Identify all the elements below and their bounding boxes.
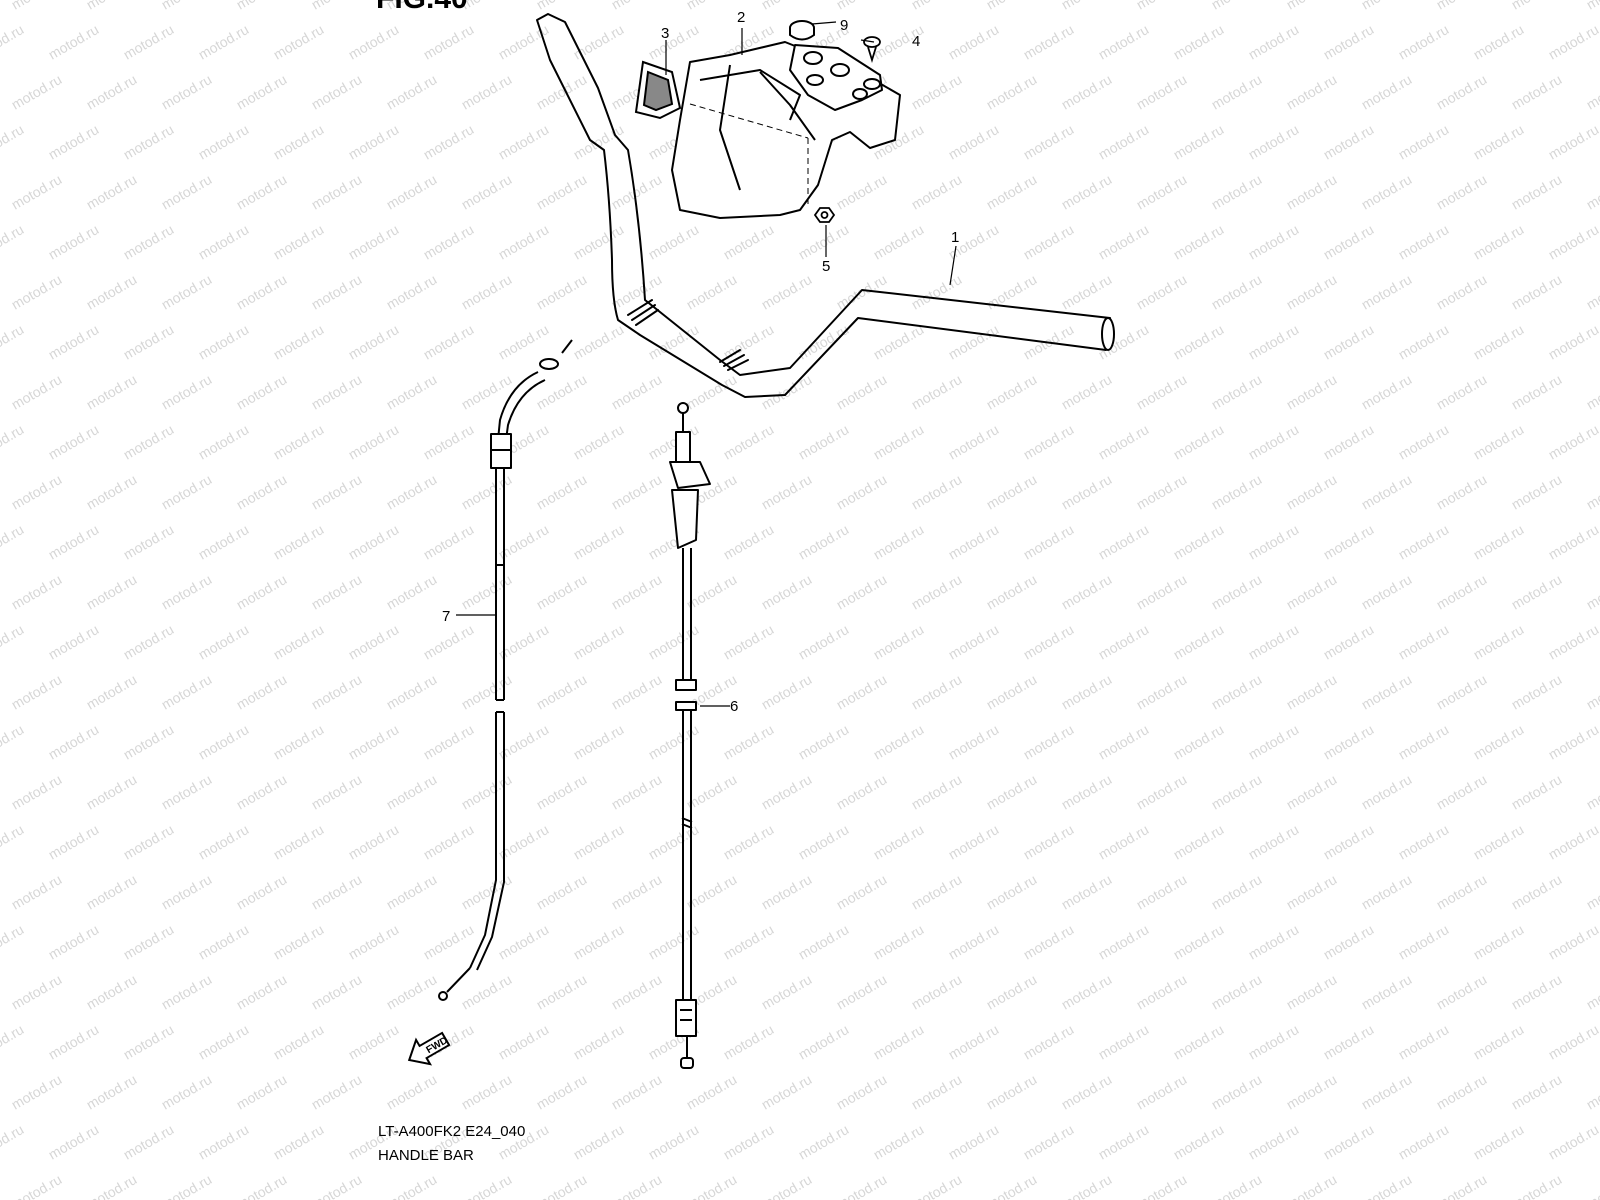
callout-2: 2 bbox=[737, 9, 745, 26]
figure-title: FIG.40 bbox=[376, 0, 468, 15]
cap bbox=[789, 20, 815, 41]
emblem bbox=[634, 60, 682, 120]
throttle-cable bbox=[669, 402, 711, 1069]
callout-7: 7 bbox=[442, 608, 450, 625]
handlebar-cover bbox=[671, 41, 901, 219]
fwd-arrow-icon: FWD bbox=[407, 1031, 451, 1066]
callout-3: 3 bbox=[661, 25, 669, 42]
callout-4: 4 bbox=[912, 33, 920, 50]
callout-5: 5 bbox=[822, 258, 830, 275]
callout-6: 6 bbox=[730, 698, 738, 715]
callout-1: 1 bbox=[951, 229, 959, 246]
figure-name: HANDLE BAR bbox=[378, 1147, 474, 1164]
handlebar bbox=[536, 13, 1115, 398]
leader-lines bbox=[456, 21, 957, 707]
figure-code: LT-A400FK2 E24_040 bbox=[378, 1123, 526, 1140]
brake-cable bbox=[438, 339, 573, 1001]
nut bbox=[813, 207, 836, 223]
callout-9: 9 bbox=[840, 17, 848, 34]
